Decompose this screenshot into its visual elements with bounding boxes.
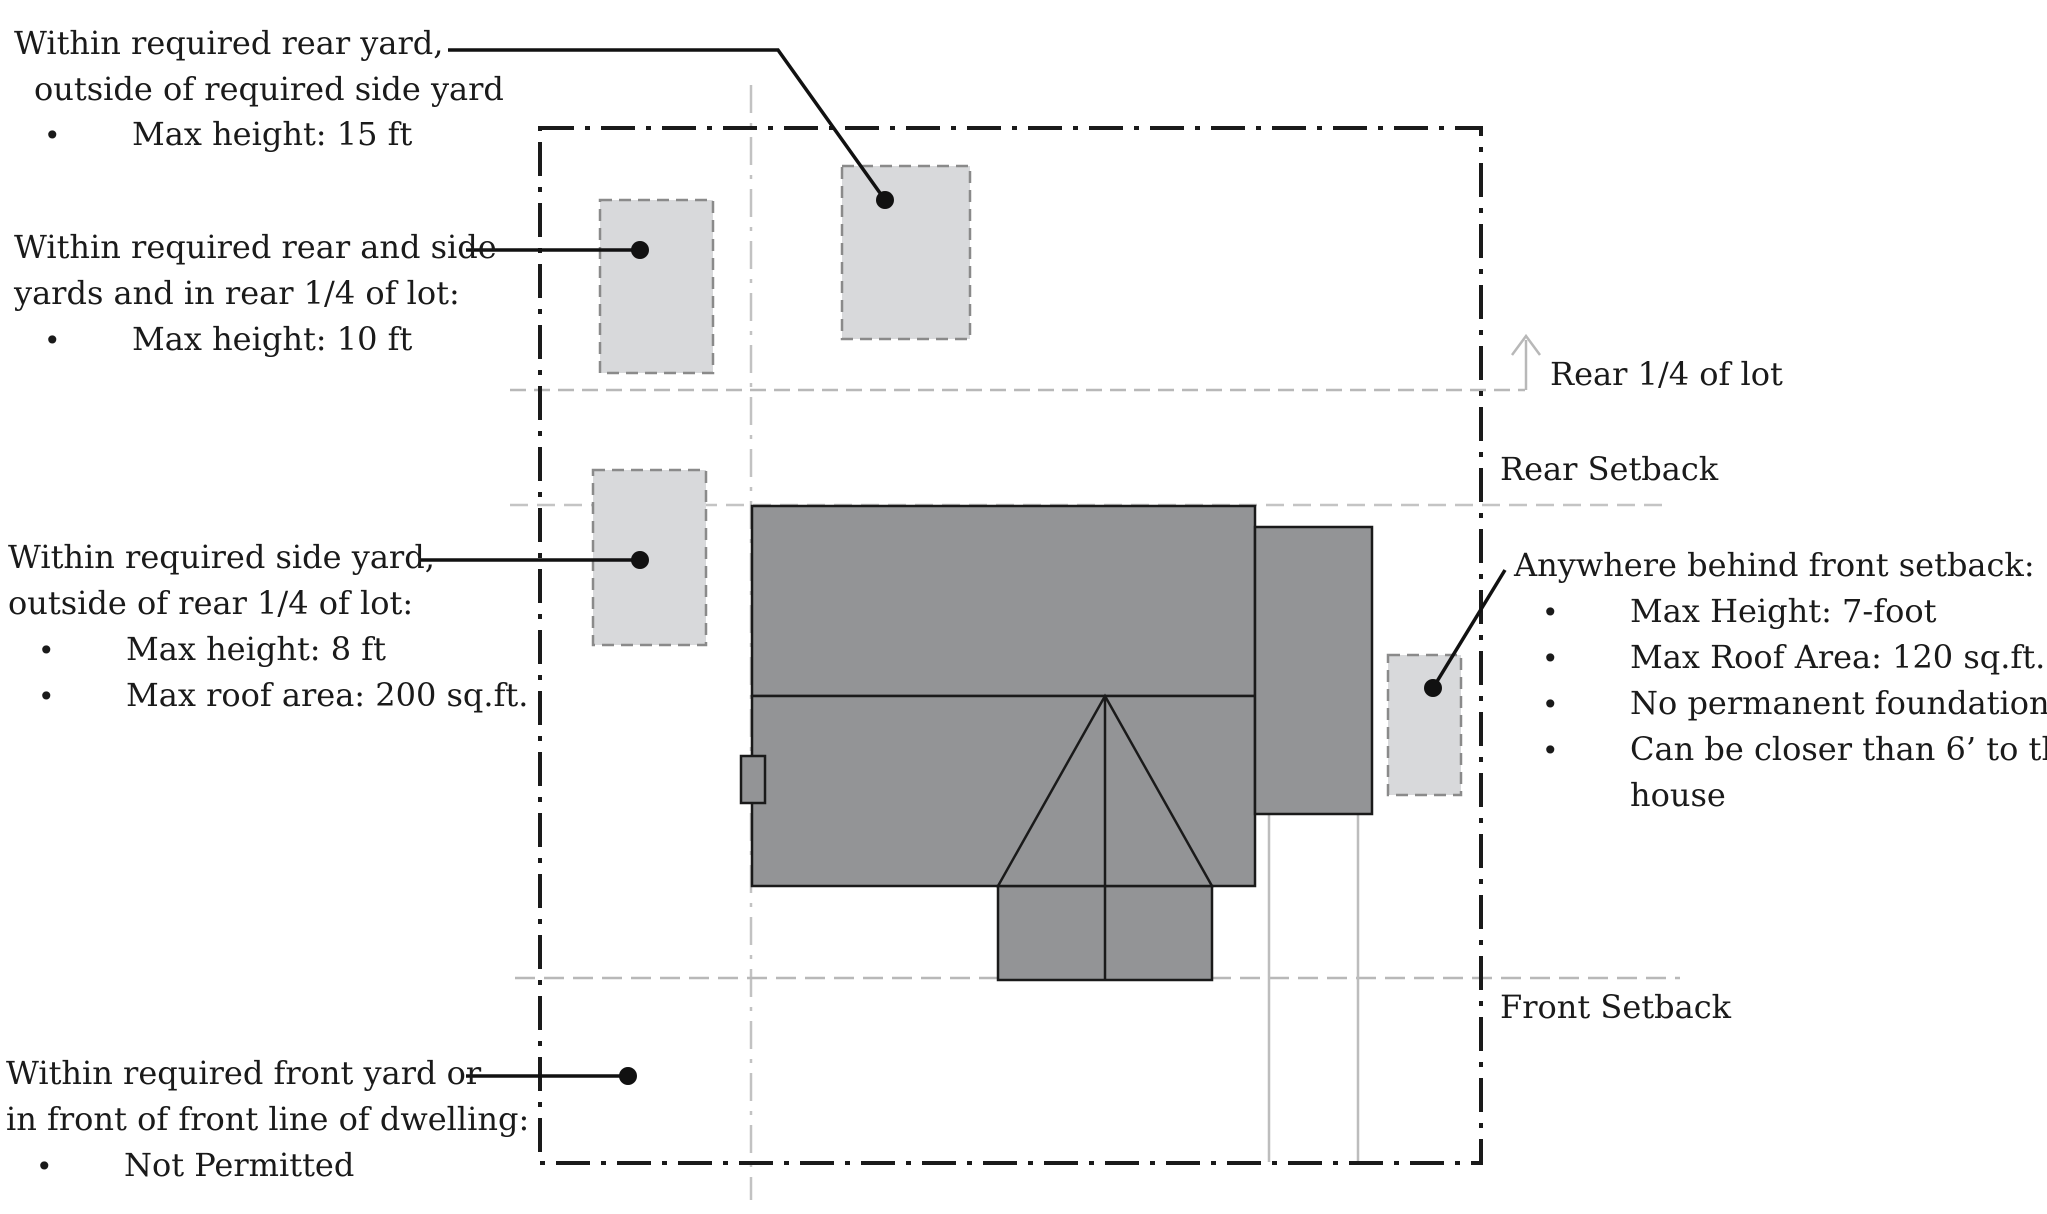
leader-behind-front-setback bbox=[1431, 569, 1507, 689]
accessory-structure-behind-front-setback bbox=[1386, 653, 1463, 797]
bullet-text: Max Roof Area: 120 sq.ft. bbox=[1630, 638, 2045, 676]
house-rear-block bbox=[750, 504, 1257, 698]
label-behind-front-setback: Anywhere behind front setback: • Max Hei… bbox=[1513, 546, 2047, 814]
bullet-text: Max Height: 7-foot bbox=[1630, 592, 1937, 630]
label-front-yard: Within required front yard or in front o… bbox=[6, 1054, 529, 1184]
dot-behind-front-setback bbox=[1424, 679, 1442, 697]
bullet-glyph: • bbox=[1542, 688, 1559, 721]
leader-dots bbox=[619, 191, 1442, 1085]
rear-quarter-label: Rear 1/4 of lot bbox=[1550, 355, 1783, 393]
dot-side-yard bbox=[631, 551, 649, 569]
bullet-text: house bbox=[1630, 776, 1726, 814]
label-rear-and-side-rear-quarter: Within required rear and side yards and … bbox=[13, 228, 497, 358]
label-side-yard-outside-rear-quarter: Within required side yard, outside of re… bbox=[8, 538, 528, 714]
label-line: Within required rear and side bbox=[14, 228, 497, 266]
rear-quarter-arrow bbox=[1510, 333, 1542, 390]
bullet-text: Not Permitted bbox=[124, 1146, 354, 1184]
house bbox=[739, 504, 1374, 982]
bullet-glyph: • bbox=[36, 1150, 53, 1183]
label-line: outside of rear 1/4 of lot: bbox=[8, 584, 413, 622]
label-line: Within required side yard, bbox=[8, 538, 435, 576]
leader-rear-yard bbox=[448, 48, 887, 202]
accessory-structure-rear bbox=[840, 164, 972, 341]
bullet-glyph: • bbox=[1542, 734, 1559, 767]
bullet-glyph: • bbox=[1542, 642, 1559, 675]
bullet-glyph: • bbox=[44, 324, 61, 357]
garage bbox=[1253, 525, 1374, 816]
bullet-glyph: • bbox=[38, 680, 55, 713]
leaders bbox=[420, 48, 1507, 1078]
dot-front-yard bbox=[619, 1067, 637, 1085]
bullet-text: Can be closer than 6’ to the bbox=[1630, 730, 2047, 768]
house-door bbox=[739, 754, 767, 805]
front-setback-label: Front Setback bbox=[1500, 988, 1732, 1026]
bullet-text: Max roof area: 200 sq.ft. bbox=[126, 676, 528, 714]
bullet-glyph: • bbox=[38, 634, 55, 667]
label-line: outside of required side yard bbox=[34, 70, 504, 108]
dot-rear-side bbox=[631, 241, 649, 259]
bullet-text: Max height: 8 ft bbox=[126, 630, 386, 668]
bullet-text: Max height: 15 ft bbox=[132, 115, 412, 153]
accessory-structure-rear-side bbox=[598, 198, 715, 375]
bullet-text: Max height: 10 ft bbox=[132, 320, 412, 358]
bullet-text: No permanent foundation bbox=[1630, 684, 2047, 722]
bullet-glyph: • bbox=[1542, 596, 1559, 629]
label-line: Within required rear yard, bbox=[14, 24, 443, 62]
label-line: in front of front line of dwelling: bbox=[6, 1100, 529, 1138]
label-rear-yard-outside-side: Within required rear yard, outside of re… bbox=[14, 24, 504, 153]
dot-rear-yard bbox=[876, 191, 894, 209]
label-line: Anywhere behind front setback: bbox=[1513, 546, 2035, 584]
label-line: yards and in rear 1/4 of lot: bbox=[13, 274, 460, 312]
lot-boundary bbox=[538, 126, 1483, 1165]
bullet-glyph: • bbox=[44, 119, 61, 152]
label-line: Within required front yard or bbox=[6, 1054, 482, 1092]
rear-setback-label: Rear Setback bbox=[1500, 450, 1719, 488]
accessory-structure-side bbox=[591, 468, 708, 647]
